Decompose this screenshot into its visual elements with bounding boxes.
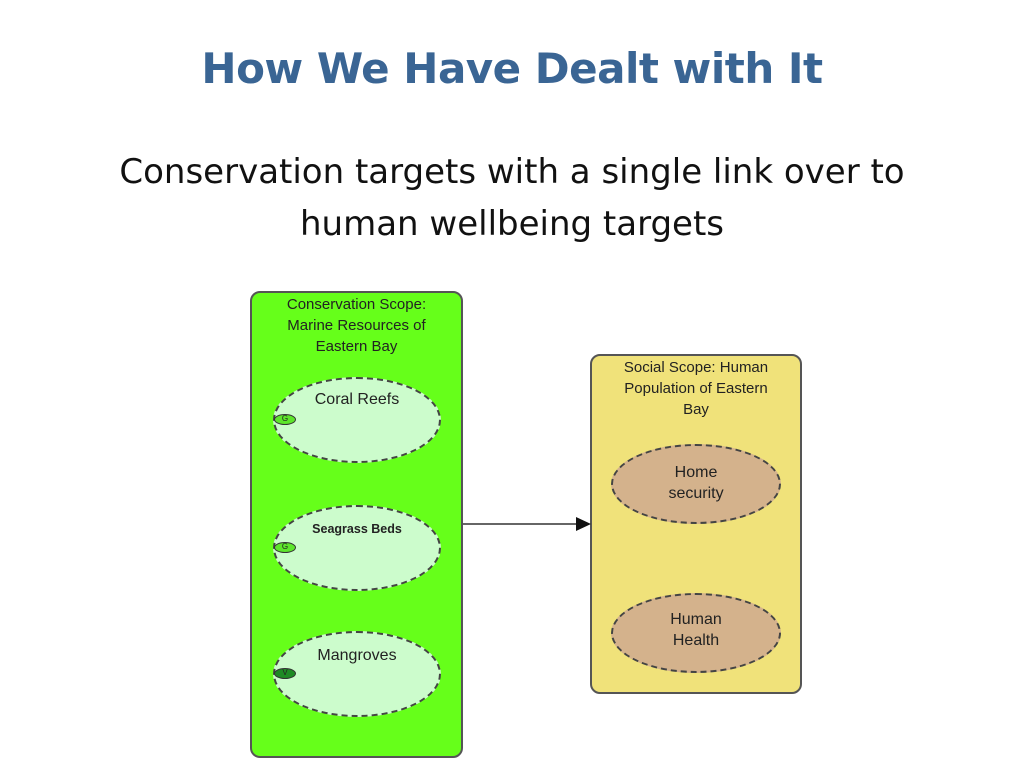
viability-badge-icon: G	[274, 542, 296, 553]
target-coral-reefs[interactable]: Coral Reefs	[273, 377, 441, 463]
conservation-scope-box[interactable]: Conservation Scope: Marine Resources of …	[250, 291, 463, 758]
conservation-scope-title-line-1: Conservation Scope:	[286, 296, 427, 313]
target-label: Mangroves	[317, 647, 397, 664]
target-mangroves[interactable]: Mangroves	[273, 631, 441, 717]
slide-title: How We Have Dealt with It	[201, 44, 823, 93]
target-label-line-1: Human	[670, 611, 722, 628]
target-label-line-2: Health	[672, 632, 720, 649]
viability-badge-icon: G	[274, 414, 296, 425]
target-home-security[interactable]: Home security	[611, 444, 781, 524]
target-label-line-2: security	[668, 485, 724, 502]
social-scope-title-line-1: Social Scope: Human	[623, 359, 769, 376]
social-scope-title: Social Scope: Human Population of Easter…	[592, 357, 800, 420]
conservation-scope-title-line-2: Marine Resources of	[287, 317, 426, 334]
social-scope-box[interactable]: Social Scope: Human Population of Easter…	[590, 354, 802, 694]
target-label: Coral Reefs	[314, 391, 400, 408]
subtitle-line-1: Conservation targets with a single link …	[119, 152, 905, 192]
target-label-line-1: Home	[674, 464, 718, 481]
subtitle-line-2: human wellbeing targets	[299, 204, 724, 244]
social-scope-title-line-3: Bay	[683, 401, 709, 418]
target-human-health[interactable]: Human Health	[611, 593, 781, 673]
viability-badge-icon: V	[274, 668, 296, 679]
social-scope-title-line-2: Population of Eastern	[624, 380, 768, 397]
slide-subtitle: Conservation targets with a single link …	[62, 146, 962, 250]
target-label: Seagrass Beds	[312, 522, 402, 536]
conservation-scope-title: Conservation Scope: Marine Resources of …	[252, 294, 461, 357]
arrowhead-icon	[576, 517, 591, 531]
conservation-scope-title-line-3: Eastern Bay	[315, 338, 398, 355]
